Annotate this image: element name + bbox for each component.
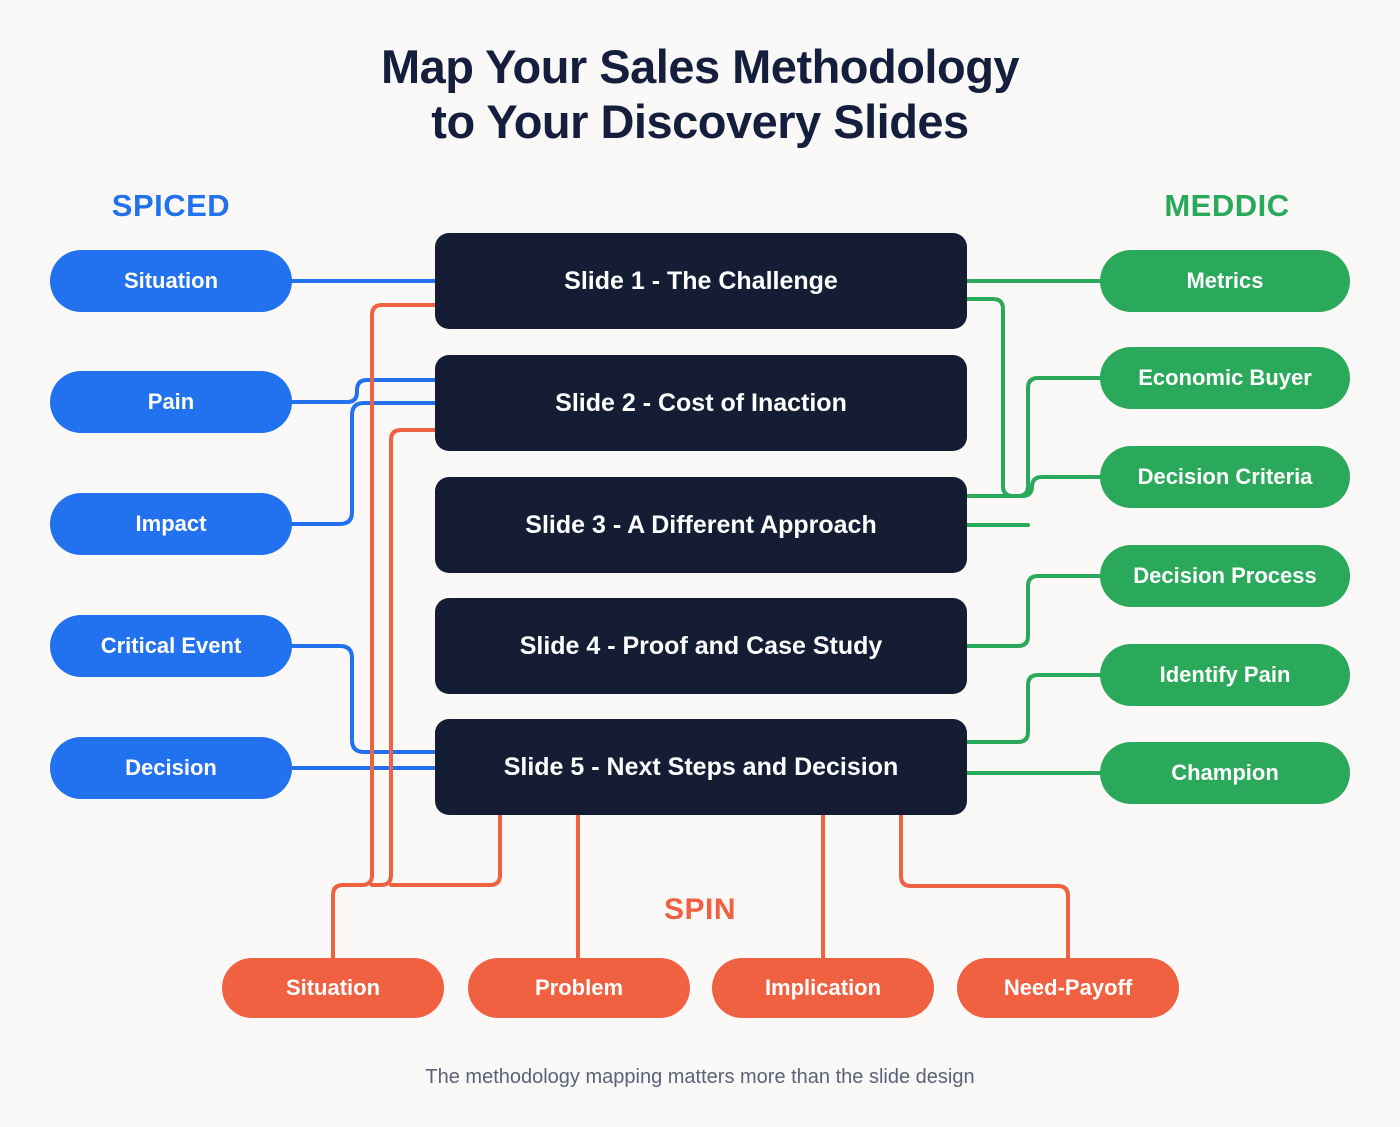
slide-card-4[interactable]: Slide 4 - Proof and Case Study (435, 598, 967, 694)
slide-card-label: Slide 5 - Next Steps and Decision (503, 752, 899, 781)
wire-slide5-spin-situation (389, 811, 502, 887)
meddic-pill-identify-pain[interactable]: Identify Pain (1100, 644, 1350, 706)
meddic-pill-label: Champion (1171, 760, 1279, 785)
wire-slide2-spin-situation (370, 428, 438, 887)
slide-card-5[interactable]: Slide 5 - Next Steps and Decision (435, 719, 967, 815)
slide-card-label: Slide 2 - Cost of Inaction (555, 388, 847, 417)
wire-slide1-decisioncriteria (964, 297, 1102, 498)
spin-column-heading: SPIN (663, 893, 737, 926)
meddic-pill-label: Metrics (1186, 268, 1264, 293)
slide-card-2[interactable]: Slide 2 - Cost of Inaction (435, 355, 967, 451)
spin-pill-label: Situation (285, 975, 381, 1000)
meddic-pill-decision-process[interactable]: Decision Process (1100, 545, 1350, 607)
slide-card-label: Slide 3 - A Different Approach (525, 510, 877, 539)
meddic-pill-label: Decision Criteria (1137, 464, 1313, 489)
meddic-pill-champion[interactable]: Champion (1100, 742, 1350, 804)
spiced-pill-critical-event[interactable]: Critical Event (50, 615, 292, 677)
spin-pill-need-payoff[interactable]: Need-Payoff (957, 958, 1179, 1018)
wire-slide1-spin-situation (331, 303, 438, 960)
meddic-pill-economic-buyer[interactable]: Economic Buyer (1100, 347, 1350, 409)
slide-card-label: Slide 4 - Proof and Case Study (519, 631, 883, 660)
spiced-pill-pain[interactable]: Pain (50, 371, 292, 433)
title-line-2: to Your Discovery Slides (431, 94, 969, 148)
spiced-pill-impact[interactable]: Impact (50, 493, 292, 555)
spin-pill-label: Need-Payoff (1003, 975, 1133, 1000)
spiced-pill-label: Situation (123, 268, 219, 293)
wire-pain-slide2 (290, 378, 438, 404)
meddic-column-heading: MEDDIC (1164, 188, 1290, 223)
spin-pill-implication[interactable]: Implication (712, 958, 934, 1018)
spiced-pill-label: Critical Event (100, 633, 242, 658)
slide-card-label: Slide 1 - The Challenge (564, 266, 838, 295)
spiced-pill-label: Decision (125, 755, 217, 780)
meddic-pill-label: Decision Process (1133, 563, 1317, 588)
meddic-pill-label: Identify Pain (1159, 662, 1291, 687)
wire-criticalevent-slide5 (290, 644, 438, 754)
meddic-pill-metrics[interactable]: Metrics (1100, 250, 1350, 312)
spin-pill-label: Implication (764, 975, 882, 1000)
meddic-pill-decision-criteria[interactable]: Decision Criteria (1100, 446, 1350, 508)
wire-slide2-economicbuyer (964, 376, 1102, 498)
spin-pill-problem[interactable]: Problem (468, 958, 690, 1018)
footer-caption: The methodology mapping matters more tha… (425, 1066, 975, 1088)
spiced-pill-label: Impact (135, 511, 207, 536)
meddic-pill-label: Economic Buyer (1138, 365, 1312, 390)
spiced-pill-situation[interactable]: Situation (50, 250, 292, 312)
wire-impact-slide2 (290, 401, 438, 526)
slide-card-3[interactable]: Slide 3 - A Different Approach (435, 477, 967, 573)
spiced-pill-label: Pain (147, 389, 195, 414)
wire-slide4-decisionprocess (964, 574, 1102, 648)
title-line-1: Map Your Sales Methodology (380, 40, 1020, 93)
spiced-column-heading: SPICED (111, 188, 231, 223)
wire-slide5-identifypain (964, 673, 1102, 744)
spiced-pill-decision[interactable]: Decision (50, 737, 292, 799)
slide-card-1[interactable]: Slide 1 - The Challenge (435, 233, 967, 329)
page-title: Map Your Sales Methodology to Your Disco… (0, 40, 1400, 149)
spin-pill-situation[interactable]: Situation (222, 958, 444, 1018)
wire-slide5-spin-needpayoff (899, 811, 1070, 960)
spin-pill-label: Problem (534, 975, 624, 1000)
